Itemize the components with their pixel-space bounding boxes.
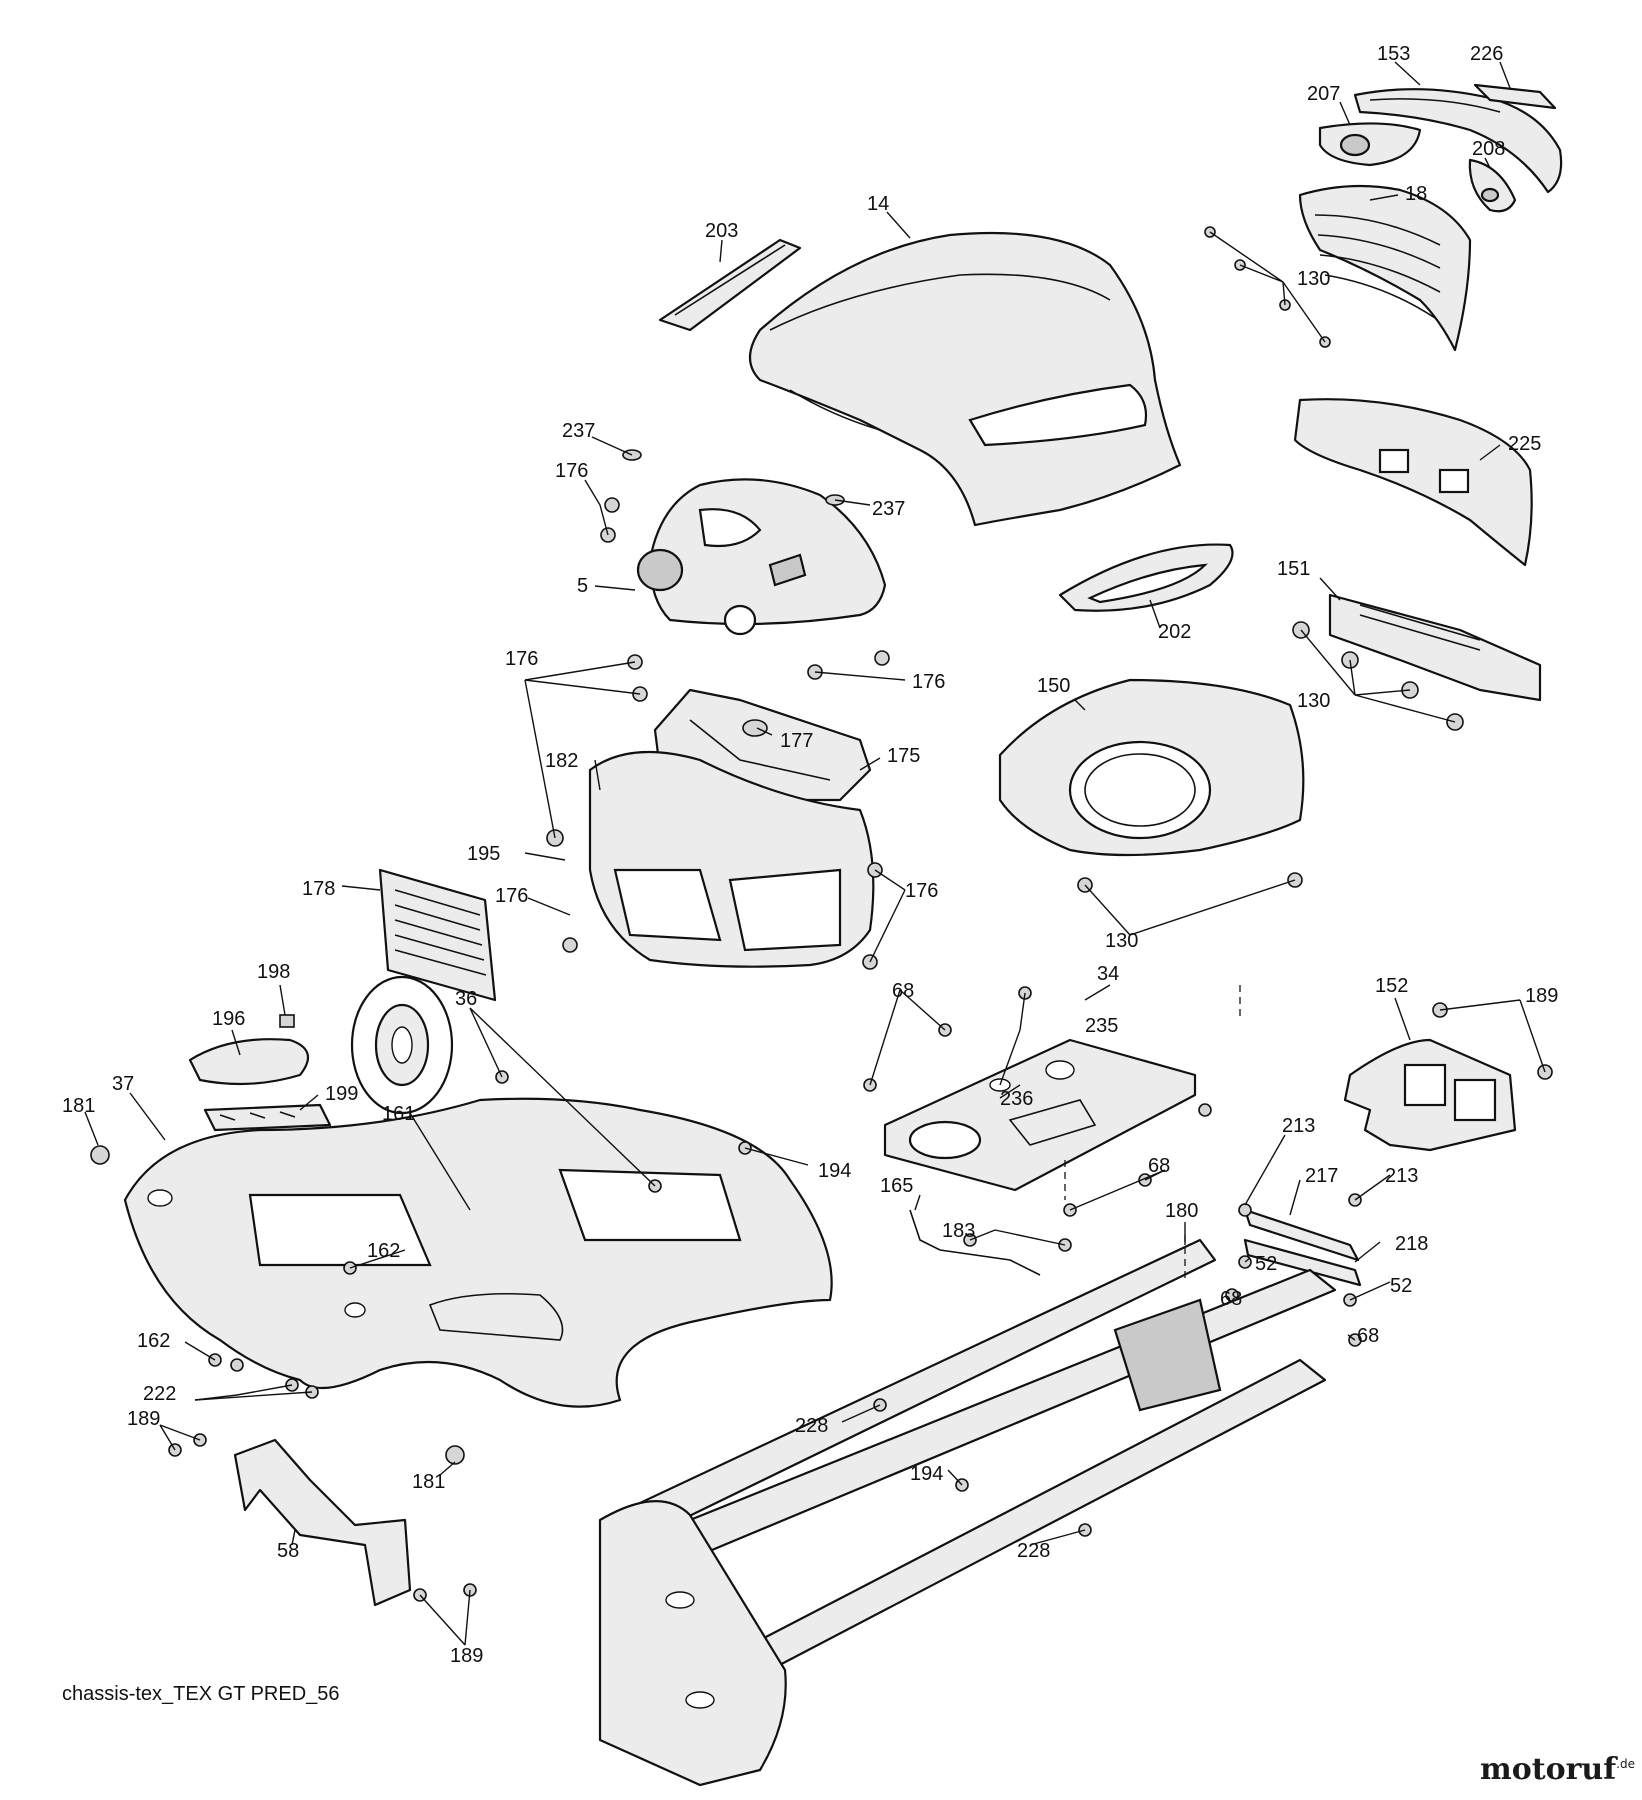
callout-181-a: 181 [62,1095,95,1117]
callout-203: 203 [705,220,738,242]
callout-175: 175 [887,745,920,767]
callout-18: 18 [1405,183,1427,205]
part-198-clip [279,1014,295,1028]
callout-228-b: 228 [1017,1540,1050,1562]
callout-130-c: 130 [1105,930,1138,952]
callout-237-a: 237 [562,420,595,442]
callout-218: 218 [1395,1233,1428,1255]
callout-194-a: 194 [818,1160,851,1182]
callout-235: 235 [1085,1015,1118,1037]
callout-225: 225 [1508,433,1541,455]
callout-68-b: 68 [1148,1155,1170,1177]
callout-162-b: 162 [137,1330,170,1352]
callout-176-a: 176 [555,460,588,482]
part-202-trim [1058,543,1234,612]
callout-176-d: 176 [495,885,528,907]
part-203-hood-rail [658,238,802,332]
callout-202: 202 [1158,621,1191,643]
callout-213-a: 213 [1282,1115,1315,1137]
callout-194-b: 194 [910,1463,943,1485]
brand-name: motoruf [1480,1752,1617,1787]
callout-130-a: 130 [1297,268,1330,290]
callout-58: 58 [277,1540,299,1562]
callout-162-a: 162 [367,1240,400,1262]
callout-5: 5 [577,575,588,597]
part-178-screen [378,868,497,1002]
callout-226: 226 [1470,43,1503,65]
part-207-headlight-lens [1318,122,1422,167]
callout-165: 165 [880,1175,913,1197]
callout-161: 161 [382,1103,415,1125]
callout-153: 153 [1377,43,1410,65]
callout-213-b: 213 [1385,1165,1418,1187]
part-18-front-grille [1298,184,1472,352]
callout-130-b: 130 [1297,690,1330,712]
part-218-brace [1243,1238,1362,1287]
part-226-trim-clip [1473,83,1557,110]
callout-181-b: 181 [412,1471,445,1493]
callout-37: 37 [112,1073,134,1095]
part-14-hood [748,231,1182,527]
part-180-main-frame [598,1238,1337,1787]
callout-182: 182 [545,750,578,772]
callout-180: 180 [1165,1200,1198,1222]
part-182-console [588,750,875,968]
callout-177: 177 [780,730,813,752]
brand-tld: .de [1616,1757,1635,1771]
part-150-fan-shroud [998,678,1305,857]
callout-195: 195 [467,843,500,865]
callout-14: 14 [867,193,889,215]
callout-217: 217 [1305,1165,1338,1187]
part-5-dash-panel [636,478,887,636]
part-152-side-plate [1343,1038,1517,1152]
callout-68-d: 68 [1357,1325,1379,1347]
callout-236: 236 [1000,1088,1033,1110]
callout-189-a: 189 [1525,985,1558,1007]
callout-152: 152 [1375,975,1408,997]
callout-176-e: 176 [905,880,938,902]
part-199-plate [203,1103,332,1132]
callout-237-b: 237 [872,498,905,520]
part-58-bracket [233,1438,412,1607]
part-225-front-bumper [1293,398,1533,567]
callout-36: 36 [455,988,477,1010]
callout-52-b: 52 [1390,1275,1412,1297]
callout-208: 208 [1472,138,1505,160]
callout-199: 199 [325,1083,358,1105]
brand-logo: motoruf.de [1480,1752,1635,1787]
part-165-rod [909,1209,1041,1276]
callout-189-b: 189 [127,1408,160,1430]
callout-207: 207 [1307,83,1340,105]
callout-151: 151 [1277,558,1310,580]
callout-68-c: 68 [1220,1288,1242,1310]
part-196-cover [188,1038,310,1086]
callout-labels: 153 226 207 208 18 14 203 130 237 176 23… [62,43,1558,1667]
callout-196: 196 [212,1008,245,1030]
callout-189-c: 189 [450,1645,483,1667]
part-151-bracket [1328,593,1542,702]
callout-68-a: 68 [892,980,914,1002]
callout-34: 34 [1097,963,1119,985]
callout-178: 178 [302,878,335,900]
callout-183: 183 [942,1220,975,1242]
part-161-detail-inset [350,975,454,1115]
callout-228-a: 228 [795,1415,828,1437]
callout-176-b: 176 [505,648,538,670]
part-177-knob [742,719,768,737]
part-37-seat-pan [123,1097,833,1408]
part-153-headlight-trim-bar [1353,88,1563,194]
part-208-headlight-lens [1468,158,1517,213]
callout-150: 150 [1037,675,1070,697]
leader-lines [84,61,1546,1646]
callout-52-a: 52 [1255,1253,1277,1275]
drawing-reference: chassis-tex_TEX GT PRED_56 [62,1683,340,1705]
callout-198: 198 [257,961,290,983]
callout-176-c: 176 [912,671,945,693]
callout-222: 222 [143,1383,176,1405]
